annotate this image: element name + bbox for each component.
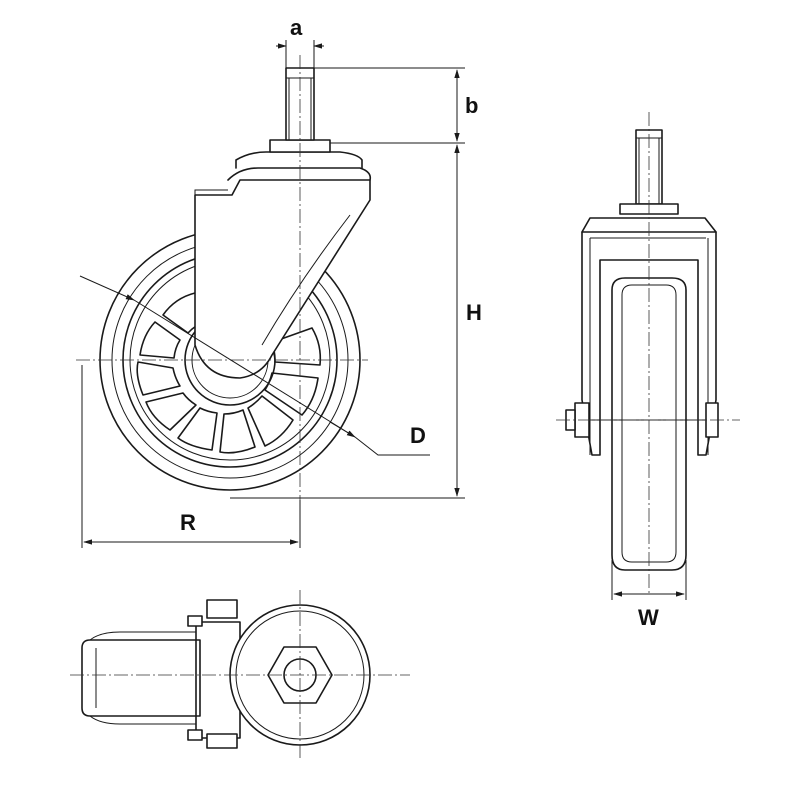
label-D: D	[410, 423, 426, 448]
wheel-spokes	[136, 292, 322, 454]
dimension-H: H	[454, 144, 482, 497]
side-view: a b H D R	[76, 15, 482, 548]
label-W: W	[638, 605, 659, 630]
label-R: R	[180, 510, 196, 535]
top-nut-lower	[206, 733, 238, 749]
label-a: a	[290, 15, 303, 40]
top-tyre	[81, 639, 201, 717]
dimension-b: b	[454, 69, 478, 142]
dimension-R: R	[83, 510, 299, 545]
front-tyre	[611, 277, 687, 571]
swivel-fork	[194, 67, 372, 379]
label-b: b	[465, 93, 478, 118]
label-H: H	[466, 300, 482, 325]
top-nut-upper	[206, 599, 238, 619]
dimension-D: D	[79, 275, 430, 456]
front-view: W	[556, 112, 740, 630]
dimension-W: W	[611, 560, 687, 630]
dimension-a: a	[276, 15, 324, 49]
top-view	[70, 590, 410, 760]
